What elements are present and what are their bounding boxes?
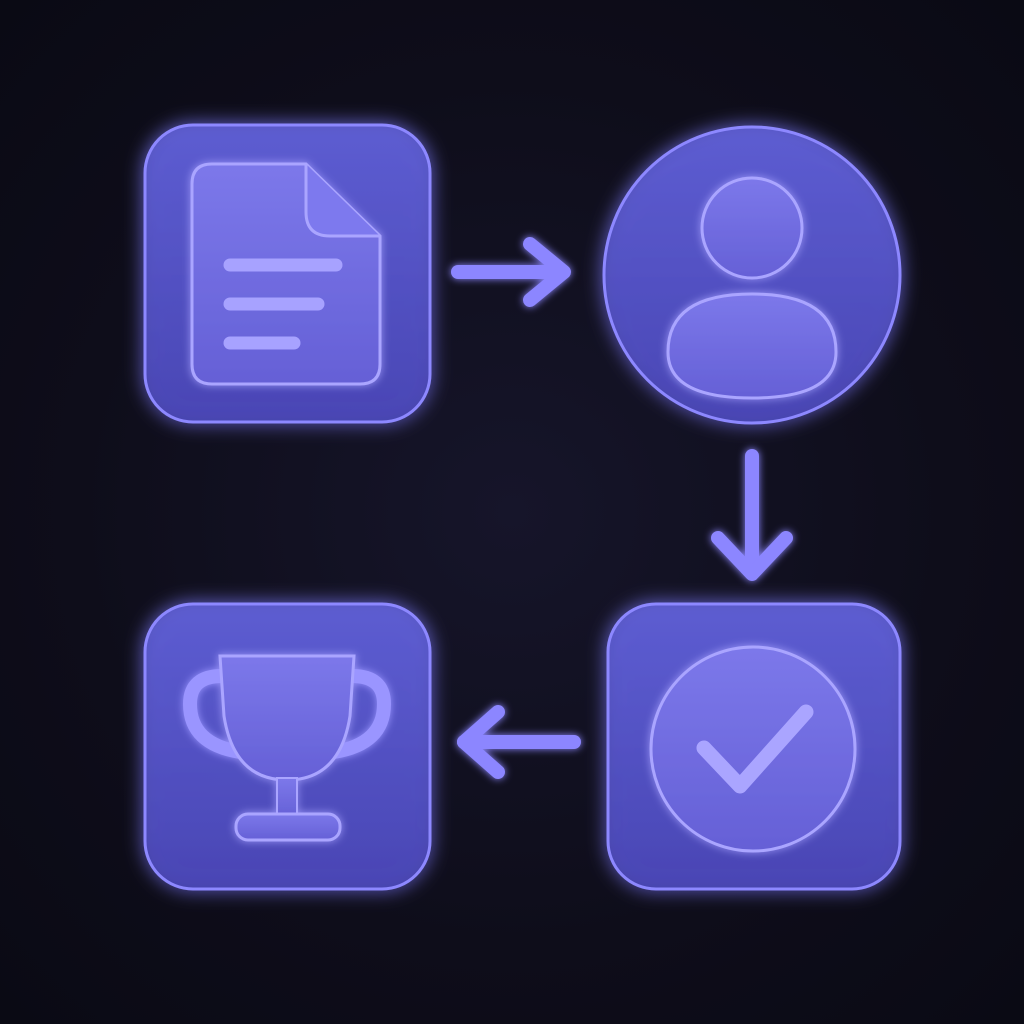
step-document-tile bbox=[143, 123, 432, 424]
arrow-user-to-approval bbox=[711, 449, 793, 581]
trophy-icon bbox=[182, 654, 392, 842]
user-icon bbox=[666, 176, 838, 400]
step-user-tile bbox=[602, 125, 902, 425]
arrow-document-to-user bbox=[451, 237, 571, 307]
document-icon bbox=[190, 162, 382, 386]
arrow-approval-to-trophy bbox=[457, 705, 581, 779]
step-approval-tile bbox=[606, 602, 902, 891]
step-trophy-tile bbox=[143, 602, 432, 891]
check-circle-icon bbox=[649, 645, 857, 853]
